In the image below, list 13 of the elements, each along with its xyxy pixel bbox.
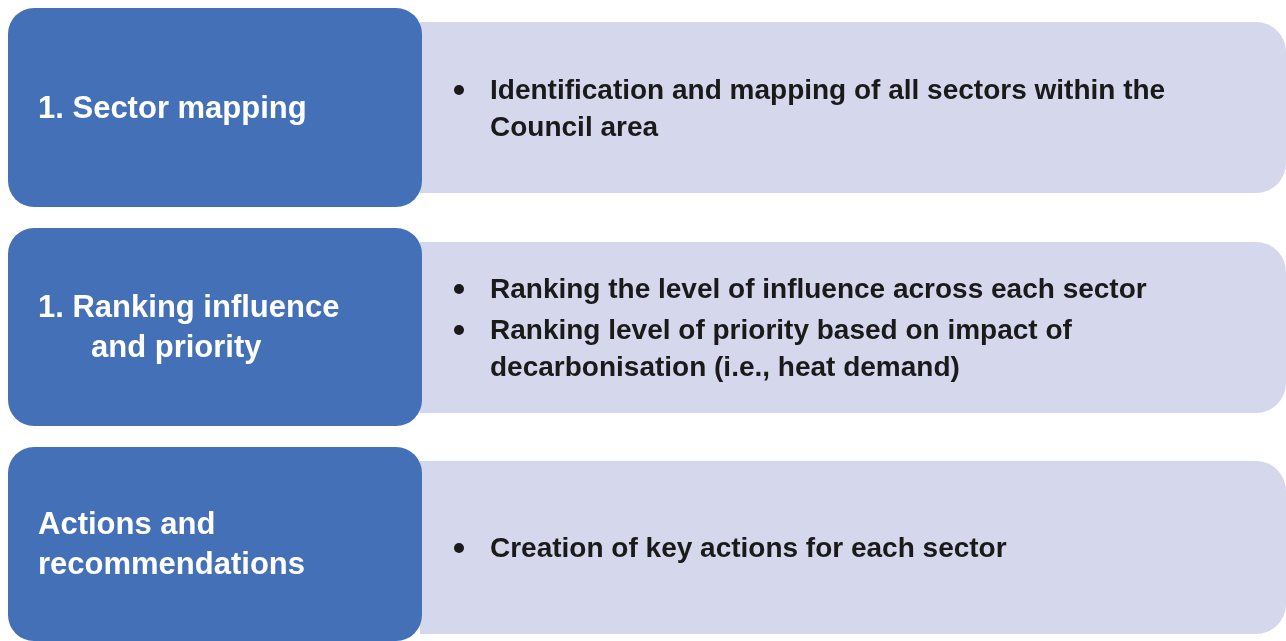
description-panel xyxy=(420,461,1286,634)
description-panel xyxy=(420,22,1286,193)
bullet-text: Identification and mapping of all sectors within the Council area xyxy=(490,73,1166,142)
step-title: 1. Sector mapping xyxy=(38,88,308,127)
bullet-text: Creation of key actions for each sector xyxy=(490,532,1007,563)
bullet-text: Ranking the level of influence across each sector xyxy=(490,273,1147,304)
step-panel xyxy=(8,8,422,207)
bullet-text: Ranking level of priority based on impact of decarbonisation (i.e., heat demand) xyxy=(490,314,1072,382)
step-title: 1. Ranking influence and priority xyxy=(38,288,341,366)
description-panel xyxy=(420,242,1286,413)
step-panel xyxy=(8,228,422,426)
step-panel xyxy=(8,447,422,641)
step-title: Actions and recommendations xyxy=(38,505,306,583)
